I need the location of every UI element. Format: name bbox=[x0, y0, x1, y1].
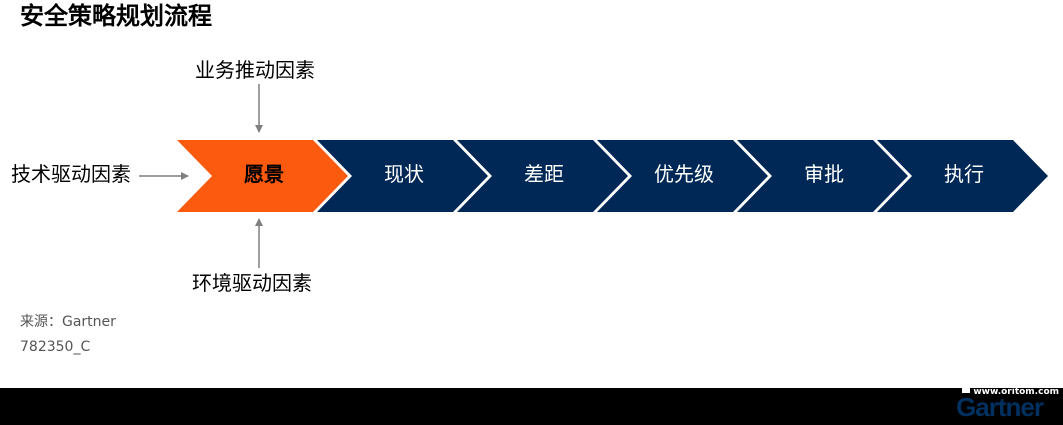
source-note: 来源：Gartner bbox=[20, 314, 116, 330]
environment-driver-label: 环境驱动因素 bbox=[192, 271, 312, 295]
step-label-3: 差距 bbox=[524, 162, 564, 186]
chevron-step-6 bbox=[877, 140, 1048, 212]
chevron-step-1 bbox=[177, 140, 348, 212]
document-code: 782350_C bbox=[20, 339, 91, 355]
gartner-logo: Gartner bbox=[956, 392, 1044, 422]
chevron-step-5 bbox=[737, 140, 908, 212]
step-label-4: 优先级 bbox=[654, 162, 714, 186]
chevron-step-3 bbox=[457, 140, 628, 212]
technology-driver-label: 技术驱动因素 bbox=[11, 162, 131, 186]
chevron-step-4 bbox=[597, 140, 768, 212]
footer-bar bbox=[0, 388, 1063, 425]
step-label-6: 执行 bbox=[944, 162, 984, 186]
chevron-step-2 bbox=[317, 140, 488, 212]
footer-url: www.oritom.com bbox=[973, 387, 1059, 397]
business-driver-label: 业务推动因素 bbox=[195, 58, 315, 82]
chevron-group bbox=[177, 140, 1048, 212]
step-label-1: 愿景 bbox=[244, 162, 284, 186]
page-title: 安全策略规划流程 bbox=[20, 2, 212, 30]
footer-marker bbox=[962, 387, 970, 393]
step-label-5: 审批 bbox=[804, 162, 844, 186]
step-label-2: 现状 bbox=[384, 162, 424, 186]
